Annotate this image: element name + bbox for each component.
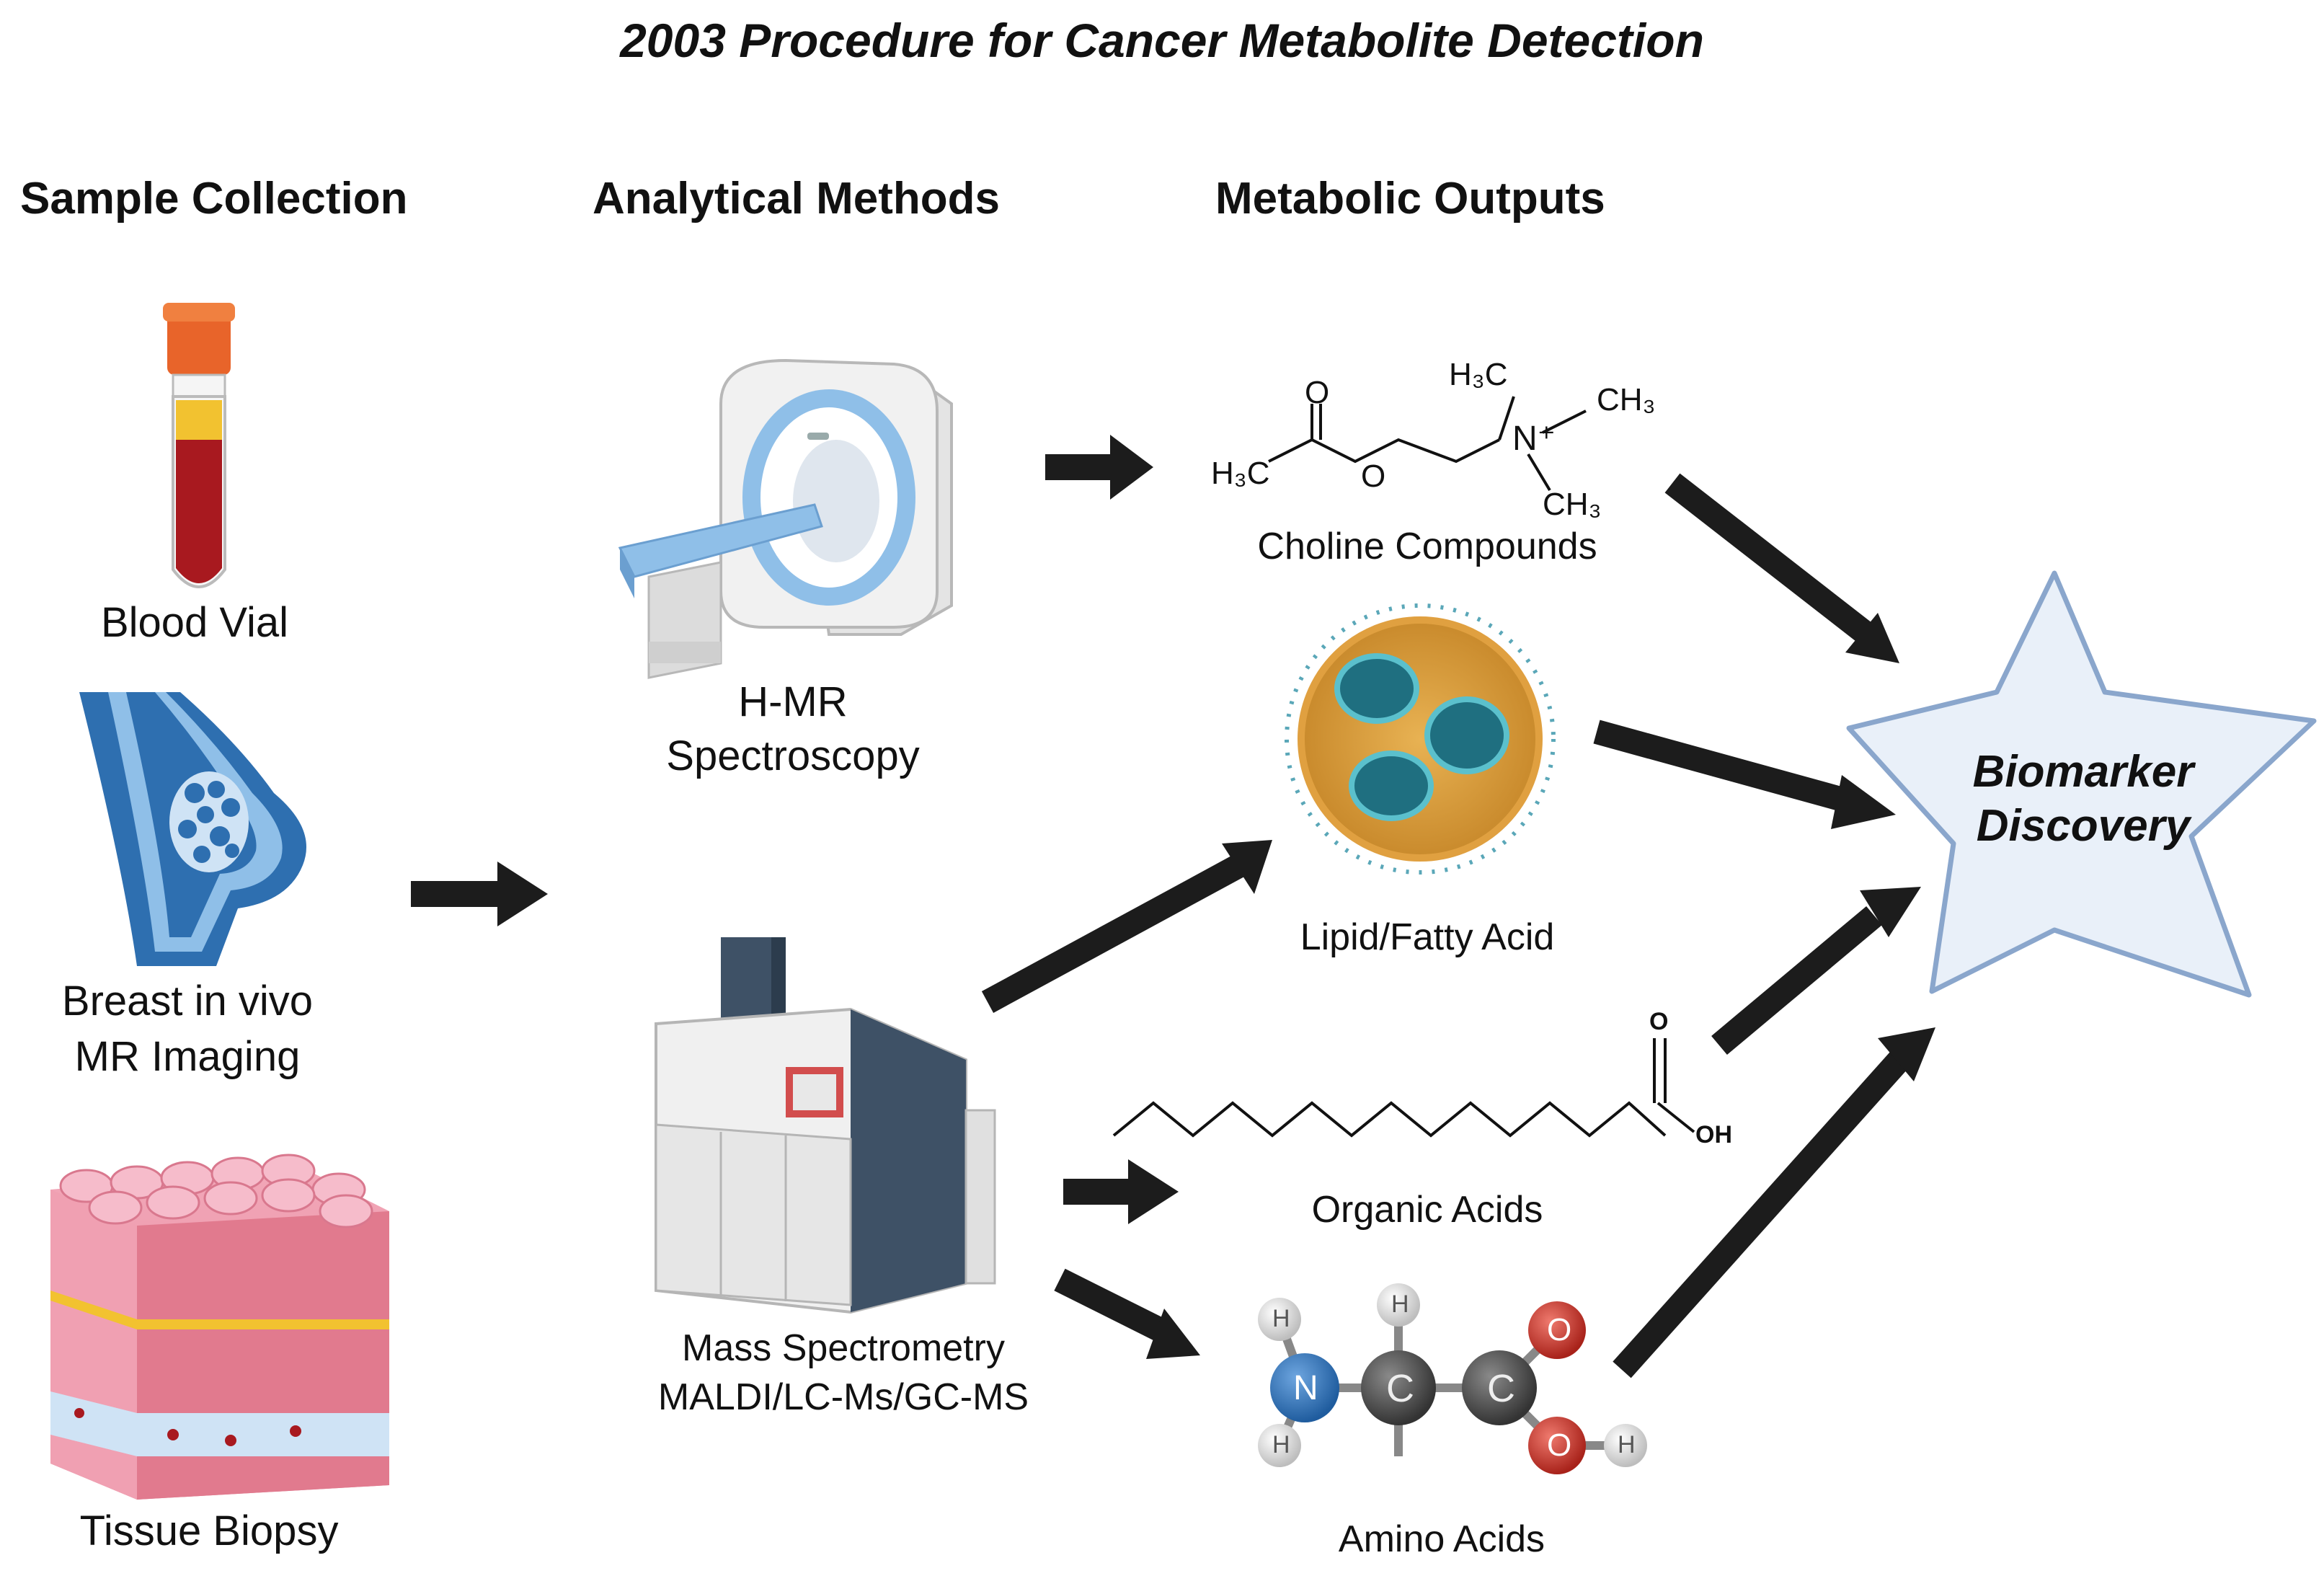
label-blood-vial: Blood Vial (100, 599, 289, 646)
arrow-ms-to-lipid (981, 854, 1246, 1013)
arrow-samples-to-methods (411, 862, 548, 926)
label-hmr-line1: H-MR (738, 678, 848, 725)
biomarker-star-shape (1846, 570, 2317, 998)
label-lipid-fatty-acid: Lipid/Fatty Acid (1300, 916, 1555, 958)
choline-ch3-right: CH₃ (1597, 382, 1656, 417)
label-amino-acids: Amino Acids (1338, 1518, 1545, 1560)
amino-h-label-4: H (1618, 1431, 1636, 1458)
label-ms-line1: Mass Spectrometry (682, 1327, 1005, 1369)
organic-acid-structure (1112, 1038, 1695, 1138)
amino-c1-label: C (1386, 1367, 1414, 1410)
organic-oh-label: OH (1695, 1121, 1732, 1148)
blood-vial-icon (163, 303, 235, 588)
label-ms-line2: MALDI/LC-Ms/GC-MS (657, 1376, 1029, 1418)
mass-spectrometer-icon (655, 937, 996, 1314)
choline-structure (1268, 396, 1587, 492)
choline-h3c-left: H₃C (1211, 456, 1270, 491)
choline-h3c-top: H₃C (1449, 357, 1508, 392)
arrow-ms-to-amino (1054, 1268, 1174, 1345)
label-tissue-biopsy: Tissue Biopsy (79, 1508, 339, 1554)
amino-c2-label: C (1487, 1367, 1515, 1410)
tissue-biopsy-icon (50, 1154, 389, 1500)
organic-o-label: O (1649, 1008, 1669, 1035)
label-hmr-line2: Spectroscopy (666, 732, 920, 779)
arrow-amino-to-star (1613, 1051, 1909, 1378)
lipid-micelle-icon (1285, 603, 1556, 875)
choline-n-plus: N⁺ (1512, 420, 1556, 458)
choline-o-ester: O (1361, 459, 1386, 494)
mri-scanner-icon (618, 358, 953, 679)
arrow-hmr-to-choline (1045, 435, 1153, 500)
column-header-sample-collection: Sample Collection (20, 174, 408, 223)
breast-mri-icon (79, 692, 306, 966)
biomarker-line1: Biomarker (1972, 747, 2194, 797)
amino-h-label-1: H (1272, 1305, 1290, 1332)
column-header-metabolic-outputs: Metabolic Outputs (1215, 174, 1605, 223)
arrow-ms-to-organic-acids (1063, 1159, 1179, 1224)
label-organic-acids: Organic Acids (1311, 1189, 1543, 1231)
amino-o1-label: O (1547, 1312, 1572, 1347)
amino-h-label-2: H (1272, 1431, 1290, 1458)
column-header-analytical-methods: Analytical Methods (593, 174, 1000, 223)
choline-ch3-bottom: CH₃ (1543, 487, 1602, 522)
arrow-choline-to-star (1664, 473, 1875, 645)
diagram-title: 2003 Procedure for Cancer Metabolite Det… (620, 14, 1704, 67)
label-breast-line2: MR Imaging (74, 1033, 301, 1080)
label-breast-line1: Breast in vivo (61, 978, 314, 1024)
biomarker-line2: Discovery (1976, 801, 2191, 851)
amino-acid-model (1258, 1283, 1647, 1474)
label-choline-compounds: Choline Compounds (1257, 526, 1597, 567)
amino-n-label: N (1293, 1369, 1318, 1407)
flow-arrows (411, 435, 1935, 1378)
arrow-organic-to-star (1711, 906, 1882, 1055)
arrow-lipid-to-star (1593, 720, 1849, 813)
amino-o2-label: O (1547, 1427, 1572, 1463)
choline-o-top: O (1305, 375, 1330, 410)
amino-h-label-3: H (1391, 1291, 1409, 1318)
